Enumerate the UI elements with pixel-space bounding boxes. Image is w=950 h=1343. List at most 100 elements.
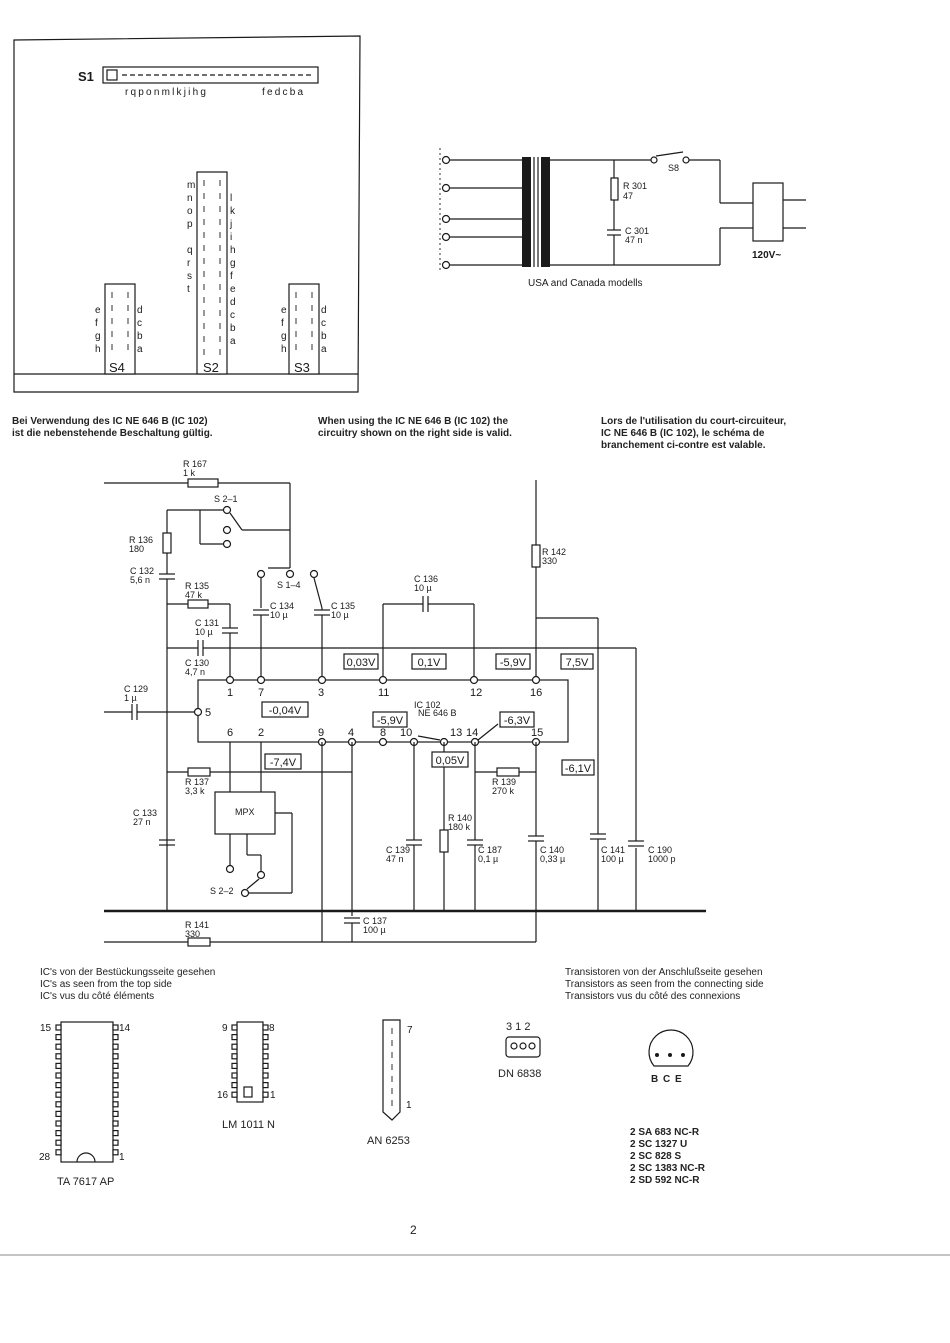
ic-pin-number: 1 <box>227 687 233 699</box>
component-ref: R 141 <box>185 920 209 930</box>
s34-left-letter: e <box>95 305 101 316</box>
s2-right-letter: b <box>230 323 236 334</box>
component-value: 330 <box>185 929 200 939</box>
component-ref: C 137 <box>363 916 387 926</box>
switch-panel: S1 rqponmlkjihg fedcba mnopqrstlkjihgfed… <box>13 35 361 393</box>
component-value: 1000 p <box>648 854 676 864</box>
ic-pin-number: 12 <box>470 687 482 699</box>
paragraph-french: Lors de l'utilisation du court-circuiteu… <box>601 416 786 452</box>
paragraph-line: branchement ci-contre est valable. <box>601 440 766 451</box>
component-value: 47 k <box>185 590 203 600</box>
component-value: 1 µ <box>124 693 137 703</box>
voltage-box-label: -6,3V <box>504 715 531 727</box>
s1-letters-right: fedcba <box>262 87 305 98</box>
caption-line: Transistors vus du côté des connexions <box>565 991 741 1002</box>
transistor-item: 2 SC 828 S <box>630 1151 682 1162</box>
component-value: 0,33 µ <box>540 854 565 864</box>
s2-right-letter: d <box>230 297 236 308</box>
component-ref: C 133 <box>133 808 157 818</box>
component-ref: C 134 <box>270 601 294 611</box>
power-caption: USA and Canada modells <box>528 278 643 289</box>
component-value: 330 <box>542 556 557 566</box>
s34-left-letter: h <box>95 344 101 355</box>
s34-left-letter: f <box>281 318 284 329</box>
voltage-box-label: 0,03V <box>347 657 376 669</box>
s2-right-letter: a <box>230 336 236 347</box>
ic-pin-number: 4 <box>348 727 354 739</box>
ic-pin-number: 7 <box>407 1025 413 1036</box>
ic-pin-number: 15 <box>531 727 543 739</box>
paragraph-line: ist die nebenstehende Beschaltung gültig… <box>12 428 213 439</box>
voltage-box-label: 0,1V <box>418 657 441 669</box>
component-ref: C 136 <box>414 574 438 584</box>
s2-left-letter: n <box>187 193 193 204</box>
component-value: 5,6 n <box>130 575 150 585</box>
s34-left-letter: g <box>95 331 101 342</box>
transistor-pin-labels: B C E <box>651 1074 683 1085</box>
s2-label: S2 <box>203 360 219 375</box>
component-value: 270 k <box>492 786 515 796</box>
ic-pins-dn6838: 3 1 2 <box>506 1021 531 1033</box>
s34-left-letter: f <box>95 318 98 329</box>
s2-right-letter: k <box>230 206 236 217</box>
component-ref: R 136 <box>129 535 153 545</box>
component-value: 180 <box>129 544 144 554</box>
s8-label: S8 <box>668 163 679 173</box>
component-value: 1 k <box>183 468 196 478</box>
s2-right-letter: e <box>230 284 236 295</box>
component-ref: C 135 <box>331 601 355 611</box>
transistor-list: 2 SA 683 NC-R 2 SC 1327 U 2 SC 828 S 2 S… <box>630 1127 705 1187</box>
s2-right-letter: i <box>230 232 232 243</box>
ic-name-ta7617: TA 7617 AP <box>57 1176 115 1188</box>
mpx-label: MPX <box>235 807 255 817</box>
s2-right-letter: c <box>230 310 235 321</box>
component-ref: S 1–4 <box>277 580 301 590</box>
voltage-box-label: -7,4V <box>270 757 297 769</box>
ic-pin-number: 8 <box>269 1023 275 1034</box>
component-ref: C 140 <box>540 845 564 855</box>
ic-pin-number: 1 <box>406 1100 412 1111</box>
component-ref: C 139 <box>386 845 410 855</box>
component-value: 4,7 n <box>185 667 205 677</box>
ic-captions: IC's von der Bestückungsseite gesehen IC… <box>40 967 215 1003</box>
paragraph-line: circuitry shown on the right side is val… <box>318 428 512 439</box>
ic-pin-number: 9 <box>222 1023 228 1034</box>
component-ref: R 142 <box>542 547 566 557</box>
s34-left-letter: g <box>281 331 287 342</box>
voltage-box-label: -0,04V <box>269 705 302 717</box>
ic-pin-number: 13 <box>450 727 462 739</box>
s34-right-letter: d <box>321 305 327 316</box>
ic-name-an6253: AN 6253 <box>367 1135 410 1147</box>
caption-line: IC's vus du côté éléments <box>40 991 155 1002</box>
power-supply-diagram: R 301 47 C 301 47 n S8 120V~ USA and Can… <box>439 148 806 289</box>
component-ref: R 167 <box>183 459 207 469</box>
ic-pin-number: 11 <box>378 687 389 699</box>
component-ref: C 130 <box>185 658 209 668</box>
ic-pin-number: 16 <box>217 1090 229 1101</box>
component-ref: C 129 <box>124 684 148 694</box>
s34-right-letter: b <box>321 331 327 342</box>
s4-label: S4 <box>109 360 125 375</box>
s2-right-letter: j <box>229 219 232 230</box>
ic-pin-number: 1 <box>119 1152 125 1163</box>
s3-label: S3 <box>294 360 310 375</box>
caption-line: Transistoren von der Anschlußseite geseh… <box>565 967 763 978</box>
voltage-box-label: -6,1V <box>565 763 592 775</box>
ic-pin-number: 14 <box>466 727 478 739</box>
component-value: 180 k <box>448 822 471 832</box>
s2-left-letter: s <box>187 271 192 282</box>
ic-pin-number: 2 <box>258 727 264 739</box>
ic-ref: IC 102 <box>414 700 441 710</box>
component-ref: C 131 <box>195 618 219 628</box>
s34-right-letter: b <box>137 331 143 342</box>
component-value: 10 µ <box>331 610 349 620</box>
component-ref: R 140 <box>448 813 472 823</box>
ic-pin-number: 16 <box>530 687 542 699</box>
component-ref: S 2–1 <box>214 494 238 504</box>
ic-pin-number: 7 <box>258 687 264 699</box>
s2-right-letter: g <box>230 258 236 269</box>
caption-line: IC's von der Bestückungsseite gesehen <box>40 967 216 978</box>
s34-right-letter: c <box>137 318 142 329</box>
ic-pin-number: 14 <box>119 1023 131 1034</box>
component-ref: C 190 <box>648 845 672 855</box>
